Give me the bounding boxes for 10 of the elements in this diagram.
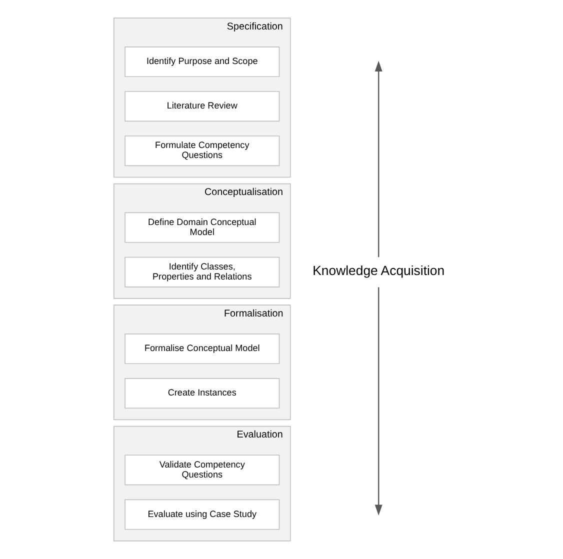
node-box: Formulate Competency Questions [124, 136, 280, 166]
node-box: Define Domain Conceptual Model [124, 212, 280, 243]
node-box: Validate Competency Questions [124, 454, 280, 486]
node-box: Create Instances [124, 378, 280, 409]
node-box: Formalise Conceptual Model [124, 334, 280, 364]
node-box: Evaluate using Case Study [124, 499, 280, 530]
label: Knowledge Acquisition [312, 263, 445, 278]
node-box: Literature Review [124, 91, 280, 122]
node-box: Identify Classes, Properties and Relations [124, 256, 280, 288]
node-box: Identify Purpose and Scope [124, 46, 280, 78]
